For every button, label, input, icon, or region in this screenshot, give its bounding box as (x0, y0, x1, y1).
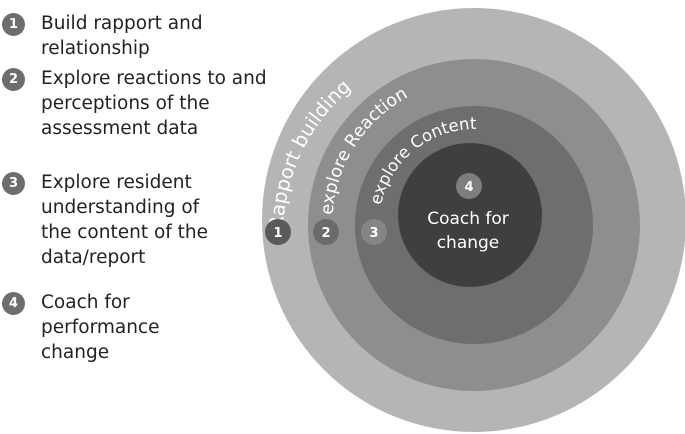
ring-badge-number: 2 (321, 226, 330, 241)
ring-badge-number: 4 (464, 180, 473, 195)
center-circle-coach (398, 143, 542, 287)
step-list: 1 Build rapport and relationship 2 Explo… (0, 0, 270, 434)
step-text: Coach for performance change (41, 292, 160, 363)
step-text: Explore reactions to and perceptions of … (41, 68, 267, 139)
ring-badge-circle (456, 173, 482, 199)
step-text: Build rapport and relationship (41, 13, 203, 59)
step-number-badge: 4 (2, 292, 25, 315)
step-text: Explore resident understanding of the co… (41, 172, 209, 268)
ring-badge-number: 3 (369, 226, 378, 241)
ring-badge-circle (265, 219, 291, 245)
center-label-line-2: change (437, 233, 500, 253)
step-number-badge: 3 (2, 172, 25, 195)
ring-badge-circle (361, 219, 387, 245)
center-badge-4: 4 (456, 173, 482, 199)
center-label-line-1: Coach for (427, 209, 509, 229)
ring-badge-1: 1 (265, 219, 291, 245)
ring-badge-2: 2 (313, 219, 339, 245)
step-number-badge: 2 (2, 68, 25, 91)
ring-badge-3: 3 (361, 219, 387, 245)
step-number-badge: 1 (2, 13, 25, 36)
ring-badge-circle (313, 219, 339, 245)
ring-badge-number: 1 (273, 226, 282, 241)
